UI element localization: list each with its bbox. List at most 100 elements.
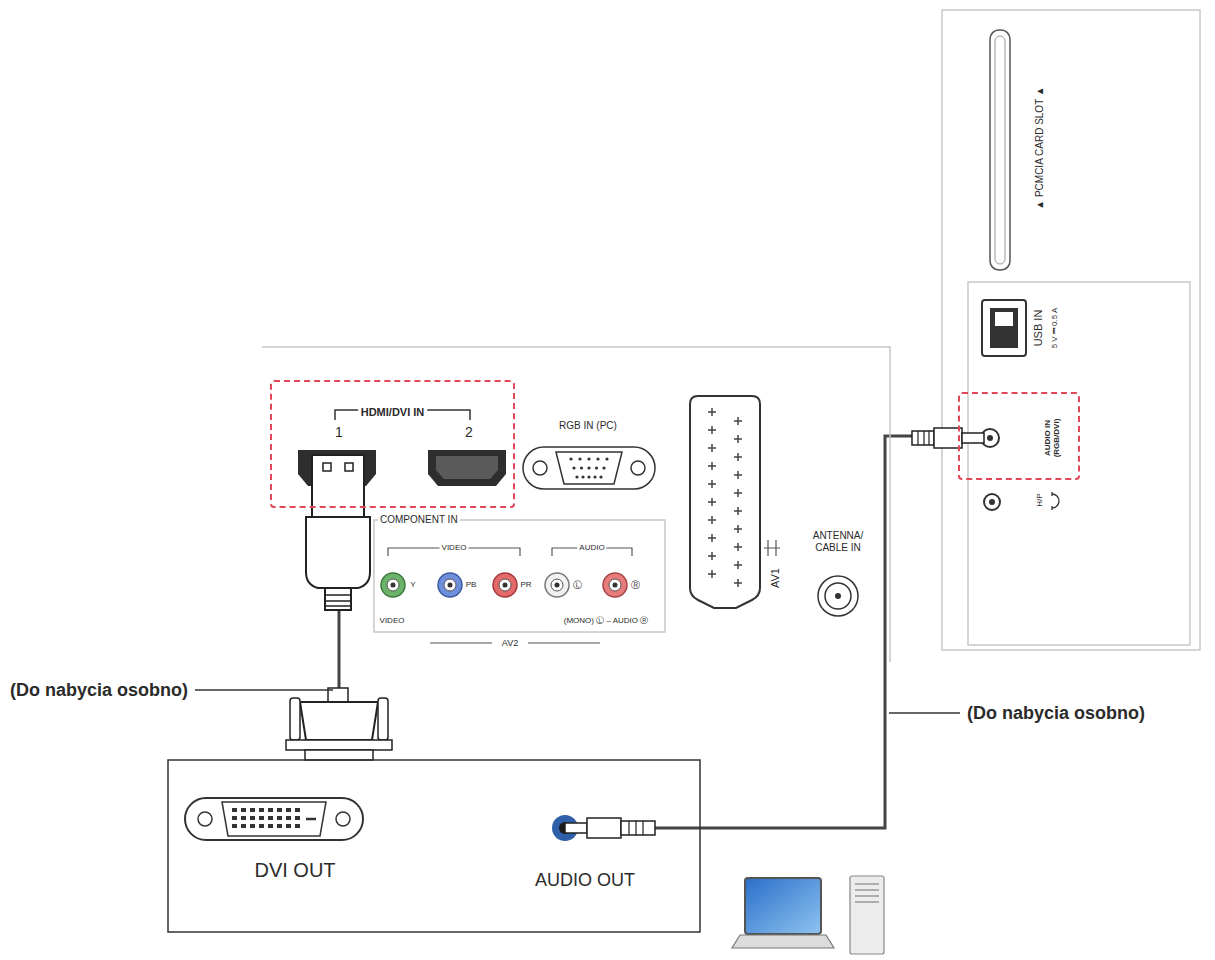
dvi-thumbscrew <box>290 698 300 740</box>
vga-pin <box>587 457 590 460</box>
pcmcia-slot-inner <box>995 36 1005 264</box>
scart-pins <box>708 408 742 587</box>
vga-pin <box>580 466 583 469</box>
side-panel <box>942 10 1200 650</box>
audio-in-jack-core <box>987 435 993 441</box>
laptop-screen <box>745 878 821 934</box>
jack-pin <box>555 583 560 588</box>
port-label: 1 <box>332 424 346 440</box>
jack-pin <box>448 583 453 588</box>
pc-panel <box>168 760 700 932</box>
scart-pin <box>734 525 742 533</box>
purchase-note: (Do nabycia osobno) <box>965 703 1147 724</box>
scart-pin <box>734 507 742 515</box>
audio-out-port: AUDIO OUT <box>515 800 655 895</box>
port-label: AV1 <box>769 566 782 590</box>
port-label: H/P <box>1035 491 1044 508</box>
jack-core <box>609 579 621 591</box>
vga-pin <box>581 475 584 478</box>
dvi-pin <box>259 808 264 812</box>
port-group: HDMI/DVI IN 1 2 <box>270 380 515 508</box>
jack-pin <box>613 583 618 588</box>
dvi-pin <box>286 816 291 820</box>
dvi-out-socket <box>185 798 363 840</box>
group-label: VIDEO <box>440 543 469 552</box>
vga-pin <box>595 466 598 469</box>
scart-pin <box>708 426 716 434</box>
dvi-plug-body <box>300 702 378 740</box>
port-label: AUDIO IN (RGB/DVI) <box>1043 407 1061 469</box>
port-label: USB IN <box>1032 308 1045 349</box>
dvi-pin <box>259 824 264 828</box>
dvi-pin <box>232 816 237 820</box>
purchase-note: (Do nabycia osobno) <box>8 680 190 701</box>
dvi-pin <box>268 824 273 828</box>
port-label: AUDIO OUT <box>532 870 638 891</box>
jack-cores <box>387 579 621 591</box>
vga-pin <box>593 475 596 478</box>
hdmi-plug-rings <box>325 595 351 606</box>
dvi-pin <box>295 816 300 820</box>
jack-pb <box>438 573 462 597</box>
vga-pin <box>587 475 590 478</box>
vga-pin <box>572 466 575 469</box>
pcmcia-slot <box>990 30 1010 270</box>
jack-core <box>444 579 456 591</box>
dvi-pin <box>232 824 237 828</box>
vga-pin <box>605 457 608 460</box>
vga-pin <box>578 457 581 460</box>
scart-pin <box>708 408 716 416</box>
vga-pin <box>599 475 602 478</box>
dvi-pin <box>268 808 273 812</box>
scart-pin <box>734 417 742 425</box>
jack-pin <box>391 583 396 588</box>
scart-pin <box>734 471 742 479</box>
laptop-base <box>732 935 834 948</box>
hdmi-plug-hole <box>323 463 331 471</box>
jack-pin <box>503 583 508 588</box>
scart-pin <box>708 570 716 578</box>
component-frame <box>374 520 665 632</box>
vga-pin <box>569 457 572 460</box>
audio-plug-tip <box>962 433 984 443</box>
port-label: DVI OUT <box>251 859 338 882</box>
jack-core <box>499 579 511 591</box>
av1-icon <box>764 540 780 556</box>
dvi-pin <box>295 808 300 812</box>
scart-pin <box>734 561 742 569</box>
port-label: HDMI/DVI IN <box>358 406 428 419</box>
rating-label: 5 V ⎓ 0.5 A <box>1050 306 1059 351</box>
audio-plug-body <box>587 818 621 838</box>
jack-core <box>387 579 399 591</box>
dvi-thumbscrew <box>378 698 388 740</box>
port-label: ANTENNA/ CABLE IN <box>800 530 876 553</box>
jack-r <box>603 573 627 597</box>
dvi-blade <box>306 818 316 821</box>
vga-pin <box>602 466 605 469</box>
headphone-jack <box>984 494 1000 510</box>
dvi-pin <box>277 816 282 820</box>
dvi-plug-plate <box>286 740 392 750</box>
jack-label: Ⓡ <box>629 580 642 590</box>
port-label: RGB IN (PC) <box>557 420 619 432</box>
dvi-pin <box>259 816 264 820</box>
scart-socket <box>690 396 760 608</box>
dvi-pin <box>286 824 291 828</box>
hdmi-plug-hole <box>345 463 353 471</box>
vga-shell <box>556 452 622 484</box>
jack-l <box>545 573 569 597</box>
dvi-out-port: DVI OUT <box>195 688 395 888</box>
vga-screw <box>533 461 547 475</box>
antenna-socket-inner <box>825 583 851 609</box>
pc-tower <box>850 876 884 954</box>
audio-in-port: AUDIO IN (RGB/DVI) <box>958 392 1080 480</box>
antenna-socket <box>818 576 858 616</box>
jack-pr <box>493 573 517 597</box>
port-label: 2 <box>462 424 476 440</box>
dvi-pin <box>250 816 255 820</box>
dvi-pin <box>250 808 255 812</box>
dvi-pin <box>241 824 246 828</box>
vga-socket <box>523 447 655 489</box>
jack-core <box>551 579 563 591</box>
